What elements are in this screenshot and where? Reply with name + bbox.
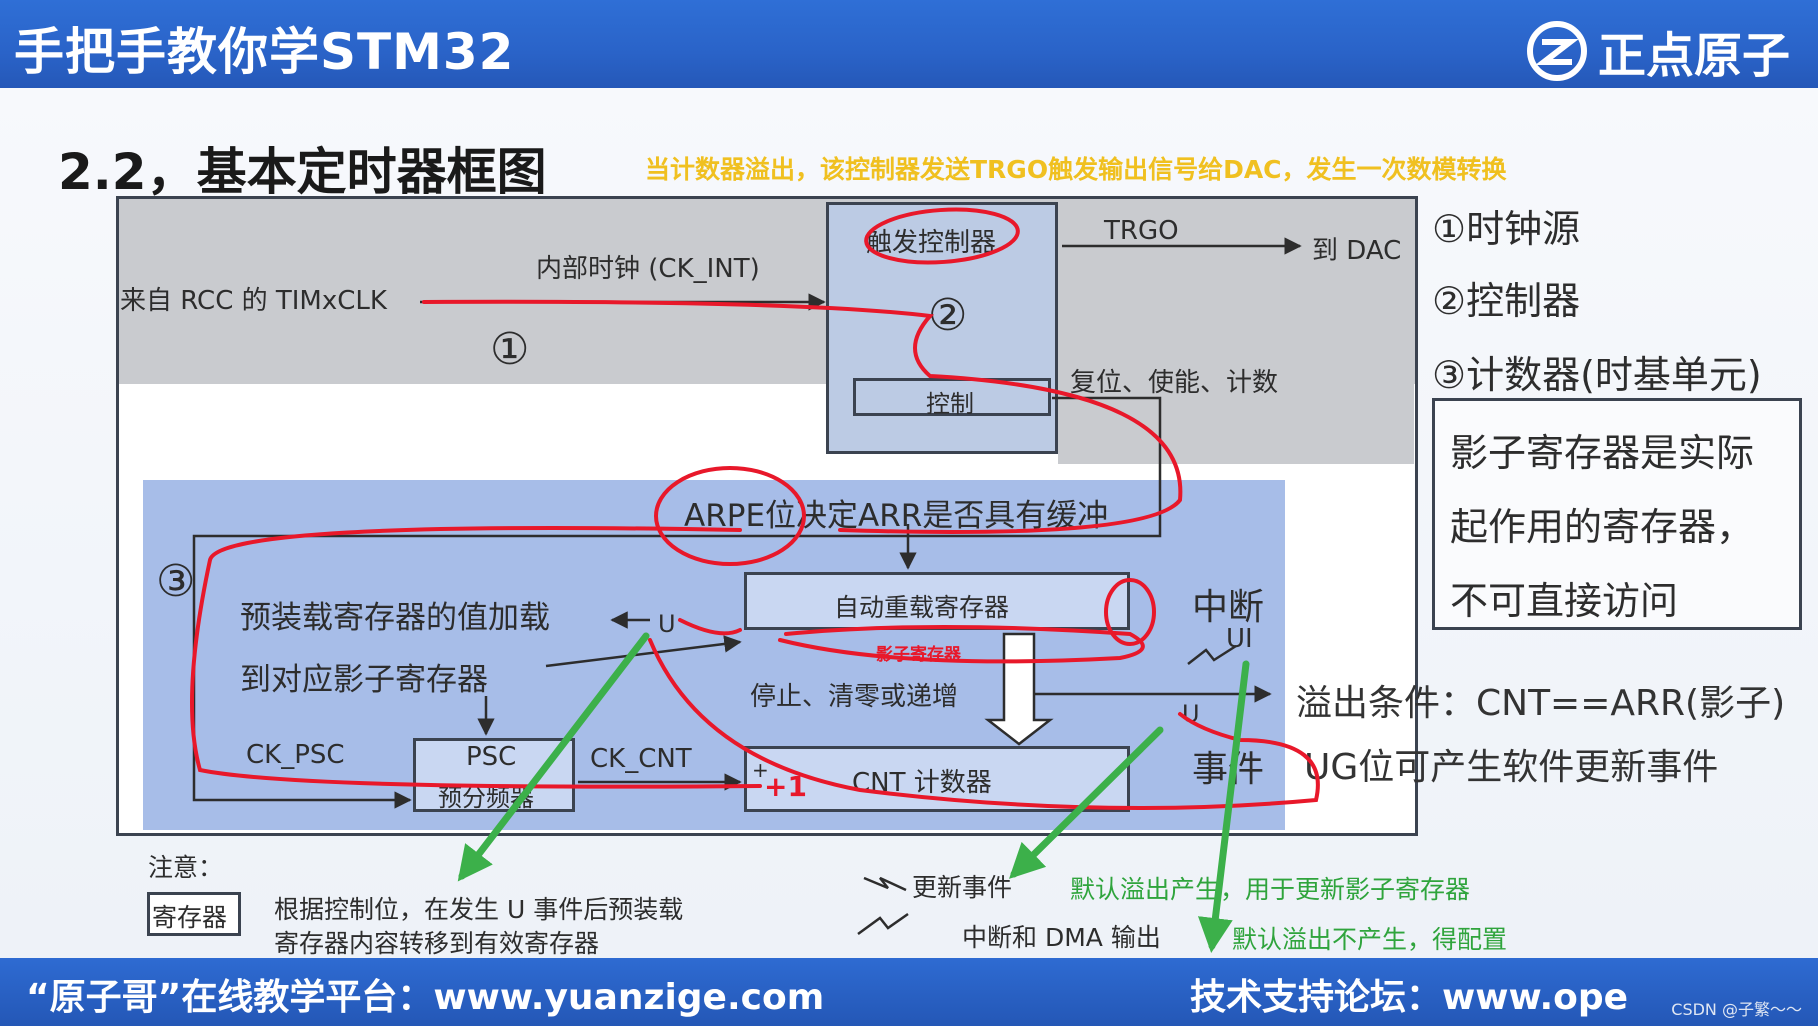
default-overflow-yes-note: 默认溢出产生，用于更新影子寄存器: [1070, 875, 1471, 904]
rcc-source-label: 来自 RCC 的 TIMxCLK: [120, 286, 387, 316]
int-dma-label: 中断和 DMA 输出: [962, 923, 1161, 952]
event-label: 事件: [1192, 749, 1265, 790]
preload-label-line2: 到对应影子寄存器: [240, 662, 488, 698]
ck-cnt-label: CK_CNT: [590, 744, 692, 774]
u-left-label: U: [658, 610, 676, 638]
brand-name: 正点原子: [1597, 28, 1790, 84]
reset-enable-count-label: 复位、使能、计数: [1070, 368, 1279, 398]
brand-icon: [1526, 21, 1587, 81]
shadow-note-box: [1432, 398, 1802, 630]
stop-clear-label: 停止、清零或递增: [750, 682, 959, 712]
legend-desc-line2: 寄存器内容转移到有效寄存器: [274, 929, 600, 958]
hollow-down-arrow: [984, 632, 1054, 746]
overflow-condition-label: 溢出条件：CNT==ARR(影子): [1296, 683, 1786, 724]
footer-forum: 技术支持论坛：www.ope: [1190, 977, 1629, 1018]
legend-register-box: [147, 892, 241, 936]
trgo-annotation: 当计数器溢出，该控制器发送TRGO触发输出信号给DAC，发生一次数模转换: [645, 155, 1507, 184]
interrupt-label: 中断: [1192, 587, 1265, 628]
legend-desc-line1: 根据控制位，在发生 U 事件后预装载: [274, 895, 684, 924]
control-box: [853, 378, 1051, 416]
zone3-marker: ③: [156, 556, 196, 607]
auto-reload-label: 自动重载寄存器: [834, 593, 1010, 622]
shadow-note-line1: 影子寄存器是实际: [1450, 431, 1755, 475]
red-annotations: [190, 207, 1320, 810]
trigger-controller-label: 触发控制器: [866, 228, 997, 258]
psc-label: PSC: [466, 742, 517, 772]
legend-register-label: 寄存器: [152, 903, 228, 932]
legend-item-counter: ③计数器(时基单元): [1432, 353, 1762, 397]
default-overflow-no-note: 默认溢出不产生，得配置: [1232, 925, 1508, 954]
csdn-watermark: CSDN @子繁～～: [1671, 1000, 1802, 1019]
section-title: 2.2，基本定时器框图: [58, 143, 547, 201]
zone1-marker: ①: [490, 324, 530, 375]
zone2-marker: ②: [928, 290, 968, 341]
slide-header: 手把手教你学STM32 正点原子: [0, 0, 1818, 88]
connector-lines: [192, 237, 1302, 936]
trgo-label: TRGO: [1104, 216, 1179, 246]
shadow-note-line3: 不可直接访问: [1450, 579, 1679, 623]
ck-psc-label: CK_PSC: [246, 740, 345, 770]
slide-footer: “原子哥”在线教学平台：www.yuanzige.com 技术支持论坛：www.…: [0, 958, 1818, 1026]
prescaler-box: [413, 738, 575, 812]
ug-note-label: UG位可产生软件更新事件: [1304, 747, 1719, 788]
legend-item-controller: ②控制器: [1432, 279, 1581, 323]
legend-item-clock: ①时钟源: [1432, 207, 1581, 251]
update-event-label: 更新事件: [912, 873, 1013, 902]
cnt-plus-label: +: [752, 758, 769, 782]
control-label: 控制: [926, 390, 974, 418]
notes-label: 注意：: [148, 853, 224, 882]
brand-logo: 正点原子: [1526, 16, 1790, 86]
internal-clock-label: 内部时钟 (CK_INT): [536, 254, 760, 284]
footer-platform: “原子哥”在线教学平台：www.yuanzige.com: [26, 977, 825, 1018]
to-dac-label: 到 DAC: [1312, 236, 1402, 266]
green-arrows: [457, 632, 1250, 953]
arpe-note-label: ARPE位决定ARR是否具有缓冲: [684, 498, 1109, 534]
shadow-note-line2: 起作用的寄存器，: [1450, 505, 1755, 549]
slide-header-title: 手把手教你学STM32: [14, 23, 515, 81]
preload-label-line1: 预装载寄存器的值加载: [240, 600, 550, 636]
